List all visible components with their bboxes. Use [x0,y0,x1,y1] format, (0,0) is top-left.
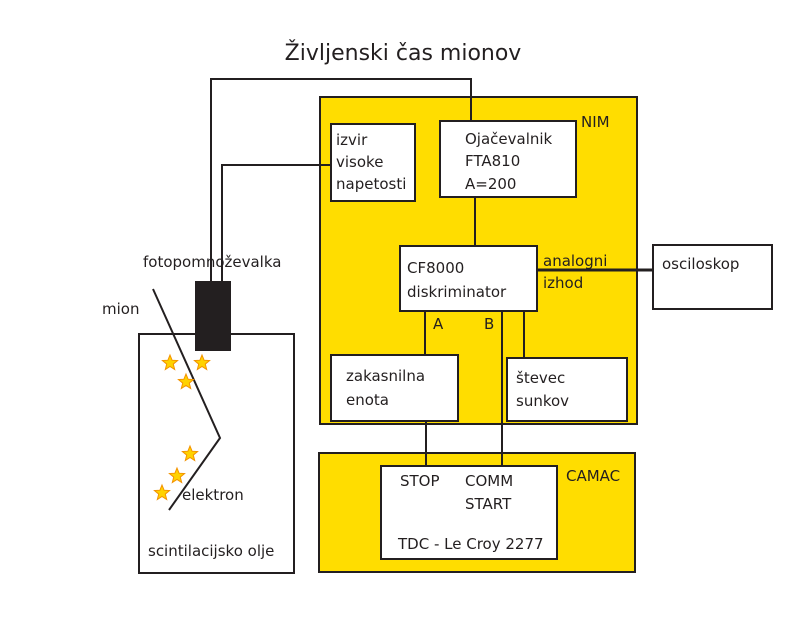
nim-label: NIM [581,113,610,131]
discriminator-line-2: diskriminator [407,283,507,301]
star-icon [168,466,186,484]
photomultiplier [195,281,231,351]
cables [210,78,653,466]
start-line-2: START [465,495,512,513]
tdc-box [380,465,558,560]
scintillator-tank [138,333,295,574]
start-line-1: COMM [465,472,513,490]
diagram-title: Življenski čas mionov [285,40,522,66]
star-icon [153,483,171,501]
star-icon [181,444,199,462]
amplifier-line-1: Ojačevalnik [465,130,553,148]
output-b-label: B [484,315,494,333]
amplifier-box [439,120,577,198]
amplifier-line-3: A=200 [465,175,516,193]
counter-line-1: števec [516,369,565,387]
star-icon [161,353,179,371]
analog-output-line-2: izhod [543,274,583,292]
stop-label: STOP [400,472,440,490]
camac-label: CAMAC [566,467,620,485]
hv-supply-line-2: visoke [336,153,383,171]
scintillation-stars [153,353,211,501]
tdc-label: TDC - Le Croy 2277 [397,535,544,553]
counter-line-2: sunkov [516,392,569,410]
oscilloscope-label: osciloskop [662,255,739,273]
star-icon [177,372,195,390]
amplifier-line-2: FTA810 [465,152,520,170]
oscilloscope-box [652,244,773,310]
pmt-to-amplifier-cable [210,78,472,282]
hv-supply-box [330,123,416,202]
oil-label: scintilacijsko olje [148,542,274,560]
particle-track [152,288,222,511]
discriminator-box [399,245,538,312]
muon-label: mion [102,300,139,318]
delay-unit-line-2: enota [346,391,389,409]
star-icon [193,353,211,371]
delay-unit-box [330,354,459,422]
output-a-label: A [433,315,444,333]
delay-unit-line-1: zakasnilna [346,367,425,385]
electron-label: elektron [182,486,244,504]
analog-output-line-1: analogni [543,252,607,270]
hv-supply-line-1: izvir [336,131,368,149]
counter-box [506,357,628,422]
hv-to-pmt-cable [221,164,331,282]
discriminator-line-1: CF8000 [407,259,464,277]
hv-supply-line-3: napetosti [336,175,406,193]
pmt-label: fotopomnoževalka [143,253,281,271]
